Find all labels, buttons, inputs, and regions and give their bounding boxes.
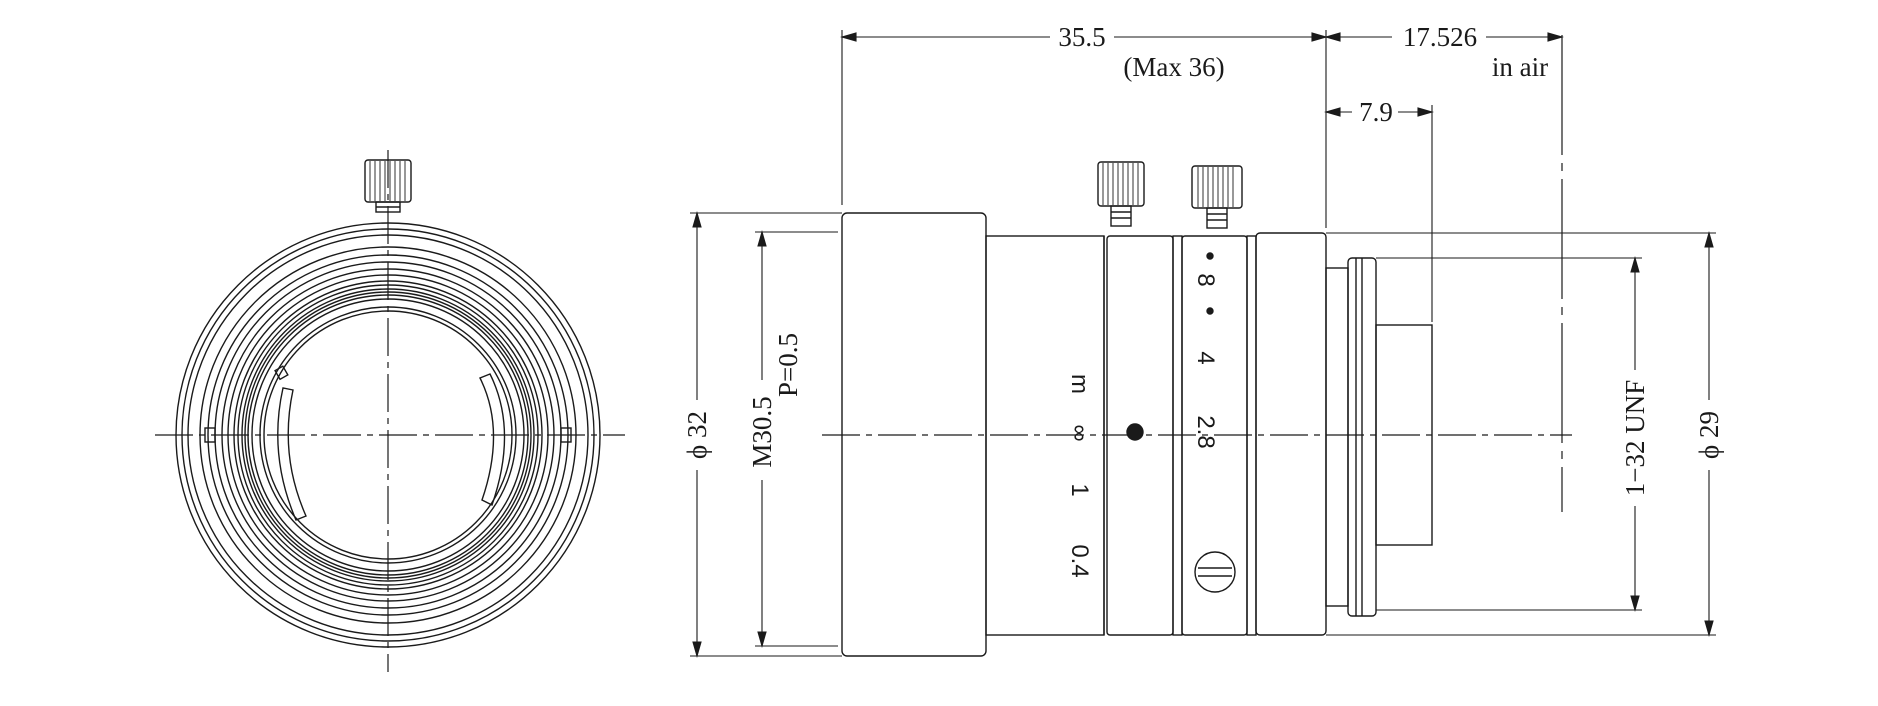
dim-filter-pitch: P=0.5	[773, 333, 803, 397]
focus-lock-knob	[1097, 161, 1145, 227]
dim-overall-length-max: (Max 36)	[1123, 52, 1224, 82]
focus-scale-unit: m	[1066, 374, 1093, 394]
iris-scale: 8 4 2.8	[1192, 273, 1219, 448]
iris-screw	[1194, 551, 1236, 593]
iris-scale-2-8: 2.8	[1192, 415, 1219, 448]
front-view-rings	[175, 222, 601, 648]
iris-lock-knob	[1191, 165, 1243, 229]
dim-back-focal: 17.526	[1403, 22, 1477, 52]
rear-ring	[1255, 232, 1327, 636]
rear-element-housing	[1375, 324, 1433, 546]
front-view-knob	[364, 159, 412, 213]
dim-mount-depth: 7.9	[1359, 97, 1393, 127]
front-view-notch-left	[204, 427, 216, 443]
mount-flange	[1325, 267, 1349, 607]
dim-mount-thread: 1−32 UNF	[1620, 380, 1650, 497]
focus-index-dot	[1126, 423, 1144, 441]
iris-scale-8: 8	[1192, 273, 1219, 286]
focus-scale: m ∞ 1 0.4	[1066, 374, 1093, 578]
front-view-inner-arcs	[274, 365, 506, 521]
dim-rear-diameter: ϕ 29	[1694, 411, 1724, 459]
dim-back-focal-note: in air	[1492, 52, 1548, 82]
focus-scale-1: 1	[1066, 483, 1093, 496]
side-view	[822, 35, 1572, 657]
front-view-notch-right	[560, 427, 572, 443]
iris-scale-4: 4	[1192, 351, 1219, 364]
focus-scale-0-4: 0.4	[1066, 544, 1093, 577]
front-view	[155, 150, 625, 672]
dim-filter-thread: M30.5	[747, 396, 777, 467]
front-view-centerlines	[155, 150, 625, 672]
dim-front-diameter: ϕ 32	[682, 411, 712, 459]
dim-overall-length: 35.5	[1058, 22, 1105, 52]
dimension-labels: 35.5 (Max 36) 17.526 in air 7.9 ϕ 32 M30…	[682, 20, 1724, 506]
focus-scale-infinity: ∞	[1066, 424, 1093, 441]
